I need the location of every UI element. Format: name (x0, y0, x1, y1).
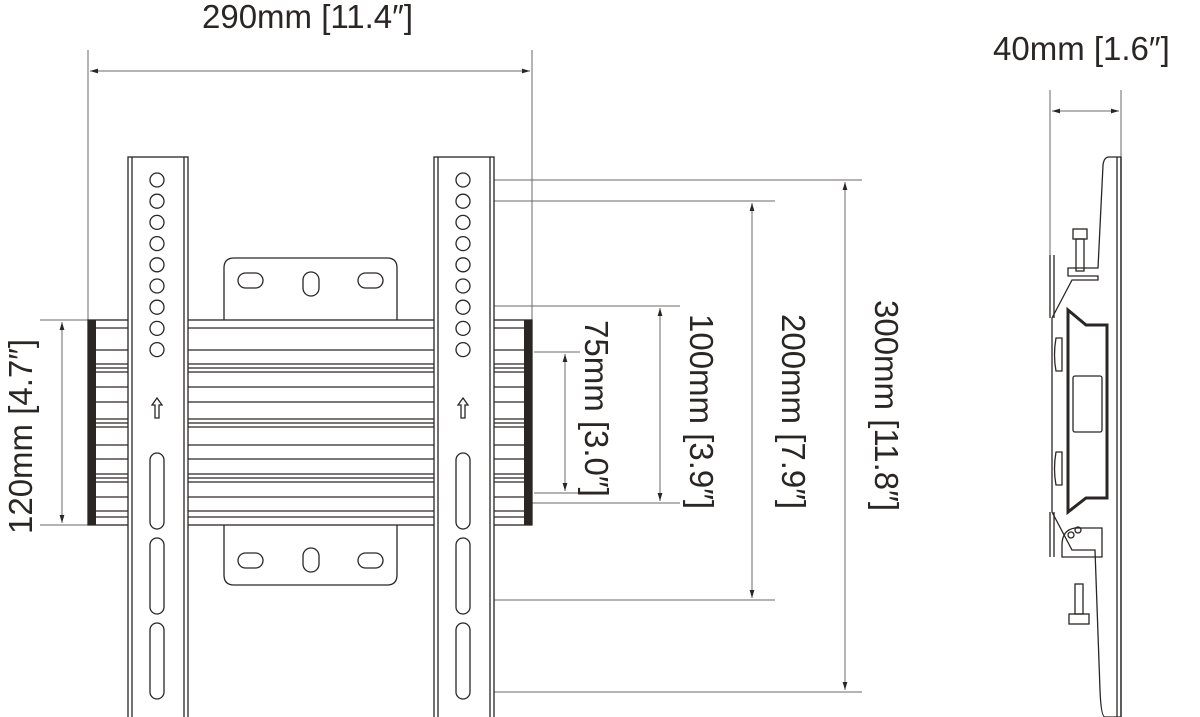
mount-slot (455, 622, 471, 700)
bottom-tab (223, 525, 398, 586)
mount-slot (149, 622, 165, 700)
vesa-75-dimension-label: 75mm [3.0″] (578, 320, 615, 497)
mount-slot (455, 537, 471, 615)
mount-hole (455, 172, 471, 188)
bar-outline (127, 156, 189, 717)
mount-hole (455, 235, 471, 252)
top-tab (223, 257, 398, 320)
mount-hole (455, 257, 471, 273)
up-arrow-icon (150, 396, 164, 419)
up-arrow-icon (456, 396, 470, 419)
mount-hole (455, 341, 471, 358)
mount-hole (455, 214, 471, 231)
mount-hole (455, 278, 471, 294)
mount-hole (149, 341, 165, 358)
mount-hole (455, 320, 471, 337)
width-dimension-label: 290mm [11.4″] (202, 0, 414, 35)
mount-hole (149, 172, 165, 188)
mount-hole (149, 235, 165, 252)
mount-slot (149, 537, 165, 615)
vesa-300-dimension-label: 300mm [11.8″] (868, 300, 905, 512)
mount-hole (455, 299, 471, 315)
mount-hole (149, 278, 165, 294)
mount-hole (149, 214, 165, 231)
mount-hole (149, 299, 165, 315)
mount-slot (455, 452, 471, 530)
mount-hole (455, 193, 471, 209)
vesa-100-dimension-label: 100mm [3.9″] (683, 314, 720, 510)
depth-dimension-label: 40mm [1.6″] (993, 30, 1170, 67)
side-view (1049, 156, 1122, 717)
mount-hole (149, 320, 165, 337)
vesa-200-dimension-label: 200mm [7.9″] (775, 314, 812, 510)
right-vertical-bar (433, 156, 495, 717)
mount-hole (149, 257, 165, 273)
left-vertical-bar (127, 156, 189, 717)
plate-height-dimension-label: 120mm [4.7″] (2, 338, 39, 534)
mount-slot (149, 452, 165, 530)
mount-hole (149, 193, 165, 209)
bar-outline (433, 156, 495, 717)
